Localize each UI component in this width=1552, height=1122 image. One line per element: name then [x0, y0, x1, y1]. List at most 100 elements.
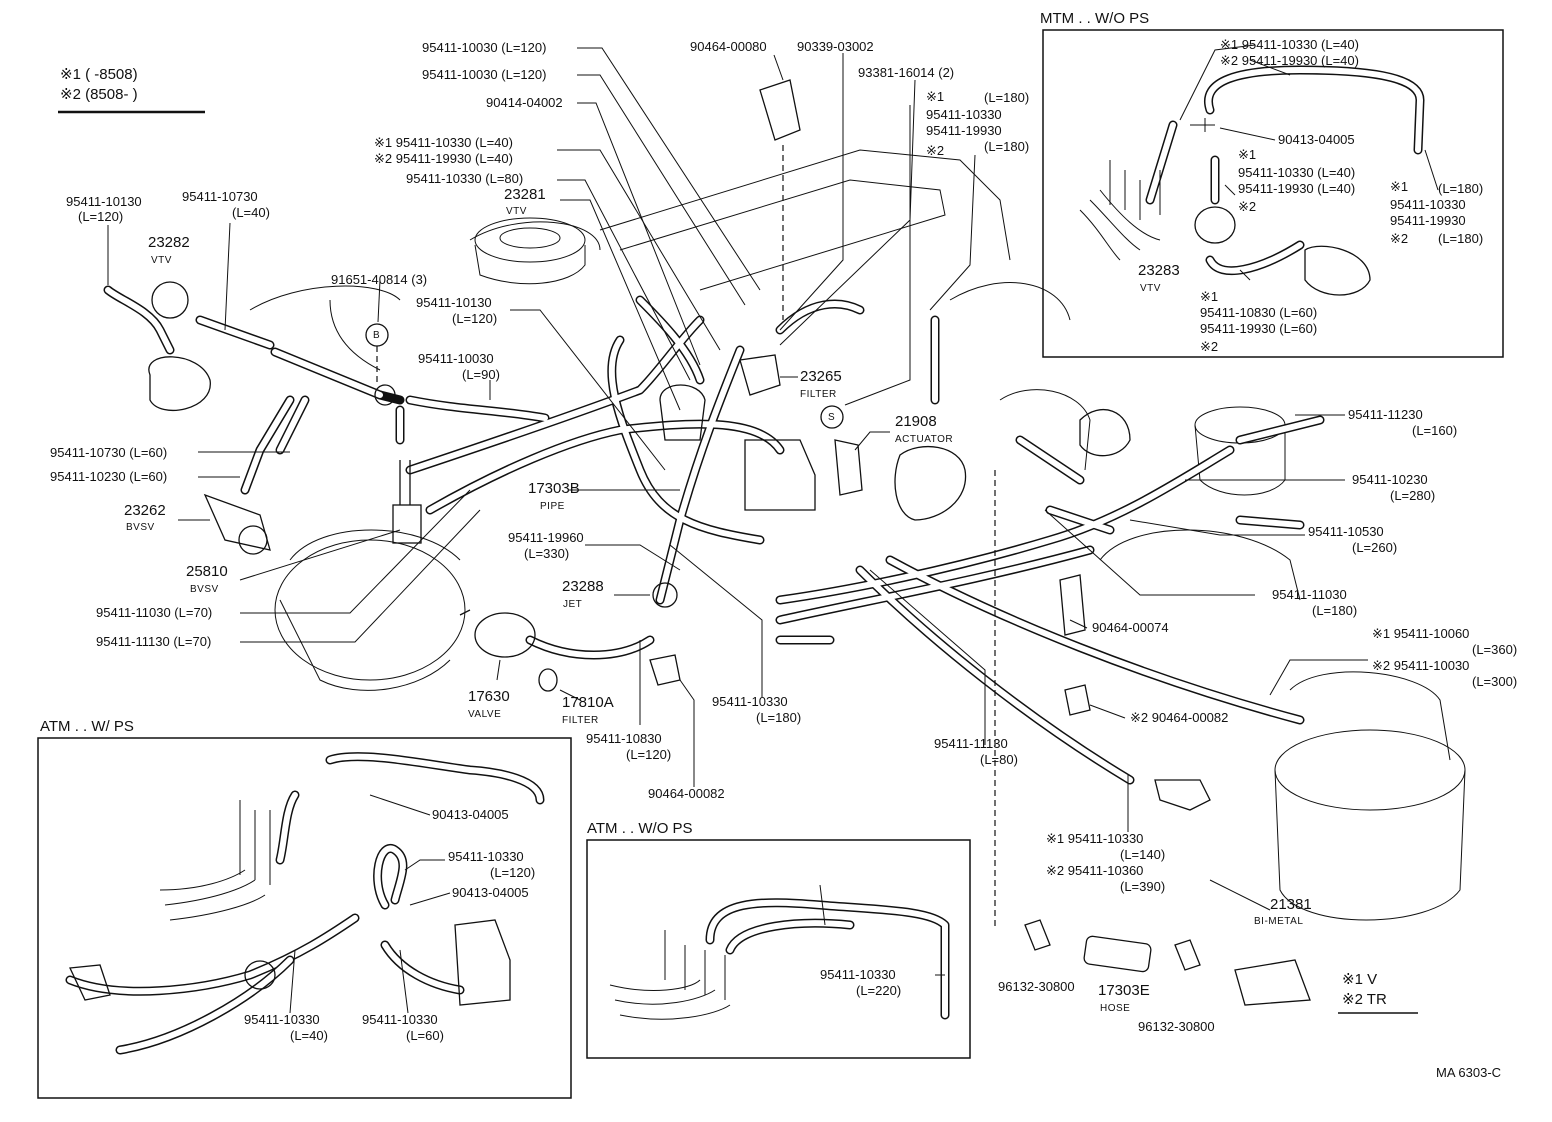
- mtm-95411-19930-60: 95411-19930 (L=60): [1200, 321, 1318, 336]
- label-95411-10330-180-l: (L=180): [756, 710, 802, 725]
- label-ref-s: S: [828, 412, 836, 423]
- mtm-right-95411-10330: 95411-10330: [1390, 197, 1466, 212]
- label-91651-40814: 91651-40814 (3): [331, 272, 428, 287]
- label-95411-10830-120-l: (L=120): [626, 747, 672, 762]
- label-90464-00080: 90464-00080: [690, 39, 767, 54]
- atm-ps-inset-drawing: [65, 752, 545, 1055]
- clamp-90464-00082-right: [1064, 684, 1091, 716]
- vtv-23281-body: [659, 384, 706, 441]
- label-v2-95411-19930-40: ※2 95411-19930 (L=40): [374, 151, 513, 166]
- label-right-95411-19930: 95411-19930: [926, 123, 1002, 138]
- label-95411-10230-280-l: (L=280): [1390, 488, 1436, 503]
- label-95411-10130b-l: (L=120): [452, 311, 498, 326]
- atm-nops-95411-10330-220-l: (L=220): [856, 983, 902, 998]
- label-95411-10030-90-l: (L=90): [462, 367, 500, 382]
- atm-nops-95411-10330-220: 95411-10330: [820, 967, 896, 982]
- label-right-v2: ※2: [926, 143, 945, 158]
- label-17303e-hose: HOSE: [1100, 1003, 1131, 1014]
- label-right-95411-10330: 95411-10330: [926, 107, 1002, 122]
- label-95411-10230-280: 95411-10230: [1352, 472, 1428, 487]
- inset-atm-nops-title: ATM . . W/O PS: [587, 820, 693, 837]
- atm-ps-90413-04005-b: 90413-04005: [452, 885, 529, 900]
- label-right-l180b: (L=180): [984, 139, 1030, 154]
- label-95411-11030-180: 95411-11030: [1272, 587, 1347, 602]
- label-95411-10330-140-l: (L=140): [1120, 847, 1166, 862]
- bimetal-sensor-right: [1154, 779, 1211, 811]
- mtm-95411-10830-60: 95411-10830 (L=60): [1200, 305, 1318, 320]
- label-95411-10230-60: 95411-10230 (L=60): [50, 469, 168, 484]
- label-25810-bvsv: BVSV: [190, 584, 219, 595]
- atm-ps-95411-10330-60-l: (L=60): [406, 1028, 444, 1043]
- label-23262-bvsv: BVSV: [126, 522, 155, 533]
- valve-17630-body: [474, 612, 536, 658]
- mtm-23283-vtv: VTV: [1140, 283, 1161, 294]
- label-21908-actuator: ACTUATOR: [895, 434, 954, 445]
- mtm-95411-10330-40b: 95411-10330 (L=40): [1238, 165, 1356, 180]
- label-23281-vtv: VTV: [506, 206, 527, 217]
- mtm-23283: 23283: [1138, 262, 1180, 279]
- atm-ps-90413-04005-a: 90413-04005: [432, 807, 509, 822]
- legend-tr-range: ※2 (8508- ): [60, 86, 138, 103]
- hose-17303e-body: [1083, 935, 1152, 973]
- mtm-v2b: ※2: [1238, 199, 1257, 214]
- label-95411-10830-120: 95411-10830: [586, 731, 662, 746]
- label-95411-11130-80-l: (L=80): [980, 752, 1018, 767]
- bimetal-21381-body: [1234, 959, 1311, 1006]
- bvsv-23262-body: [203, 493, 271, 551]
- label-17630: 17630: [468, 688, 510, 705]
- mtm-right-v1: ※1: [1390, 179, 1409, 194]
- atm-ps-95411-10330-40: 95411-10330: [244, 1012, 320, 1027]
- label-23265: 23265: [800, 368, 842, 385]
- label-23288: 23288: [562, 578, 604, 595]
- label-23282: 23282: [148, 234, 190, 251]
- bvsv-25810-body: [392, 504, 422, 544]
- label-95411-10030-120b: 95411-10030 (L=120): [422, 67, 547, 82]
- clamp-90464-00080: [759, 79, 801, 141]
- label-v2-95411-10030: ※2 95411-10030: [1372, 658, 1470, 673]
- label-90464-00074: 90464-00074: [1092, 620, 1169, 635]
- label-23262: 23262: [124, 502, 166, 519]
- clamp-90464-00082-bottom: [649, 654, 681, 686]
- label-95411-11030-180-l: (L=180): [1312, 603, 1358, 618]
- legend-v-range: ※1 ( -8508): [60, 66, 138, 83]
- label-95411-10130a: 95411-10130: [66, 194, 142, 209]
- label-ref-b: B: [373, 330, 381, 341]
- label-95411-11130-80: 95411-11130: [934, 736, 1008, 751]
- mtm-right-95411-19930: 95411-19930: [1390, 213, 1466, 228]
- label-95411-19960: 95411-19960: [508, 530, 584, 545]
- mtm-right-l180b: (L=180): [1438, 231, 1484, 246]
- label-23281: 23281: [504, 186, 546, 203]
- clamp-90464-00074: [1059, 574, 1086, 636]
- label-95411-11130-70: 95411-11130 (L=70): [96, 634, 212, 649]
- label-v1-95411-10330-40: ※1 95411-10330 (L=40): [374, 135, 513, 150]
- label-23282-vtv: VTV: [151, 255, 172, 266]
- label-17630-valve: VALVE: [468, 709, 502, 720]
- mtm-v1-95411-10330-40: ※1 95411-10330 (L=40): [1220, 37, 1359, 52]
- actuator-21908-bracket: [834, 439, 863, 496]
- label-21381: 21381: [1270, 896, 1312, 913]
- label-23288-jet: JET: [563, 599, 583, 610]
- legend-v: ※1 V: [1342, 971, 1378, 988]
- label-95411-11230-l: (L=160): [1412, 423, 1458, 438]
- main-hoses-inner: [105, 287, 1323, 783]
- atm-nops-inset-drawing: [609, 884, 950, 1020]
- label-93381-16014: 93381-16014 (2): [858, 65, 955, 80]
- label-21908: 21908: [895, 413, 937, 430]
- label-95411-10360-l: (L=390): [1120, 879, 1166, 894]
- clamp-96132-a: [1024, 919, 1051, 951]
- mtm-right-v2: ※2: [1390, 231, 1409, 246]
- mtm-90413-04005: 90413-04005: [1278, 132, 1355, 147]
- label-95411-10330-80: 95411-10330 (L=80): [406, 171, 524, 186]
- vtv-23282-body: [151, 281, 189, 319]
- label-95411-10530: 95411-10530: [1308, 524, 1384, 539]
- mtm-v2-95411-19930-40: ※2 95411-19930 (L=40): [1220, 53, 1359, 68]
- label-v1-95411-10060: ※1 95411-10060: [1372, 626, 1470, 641]
- mtm-v1b: ※1: [1238, 147, 1257, 162]
- clamp-96132-b: [1174, 939, 1201, 971]
- label-95411-11230: 95411-11230: [1348, 407, 1423, 422]
- jet-23288-body: [652, 582, 678, 608]
- label-95411-10030-l: (L=300): [1472, 674, 1518, 689]
- atm-ps-95411-10330-120: 95411-10330: [448, 849, 524, 864]
- label-95411-10130a-l: (L=120): [78, 209, 124, 224]
